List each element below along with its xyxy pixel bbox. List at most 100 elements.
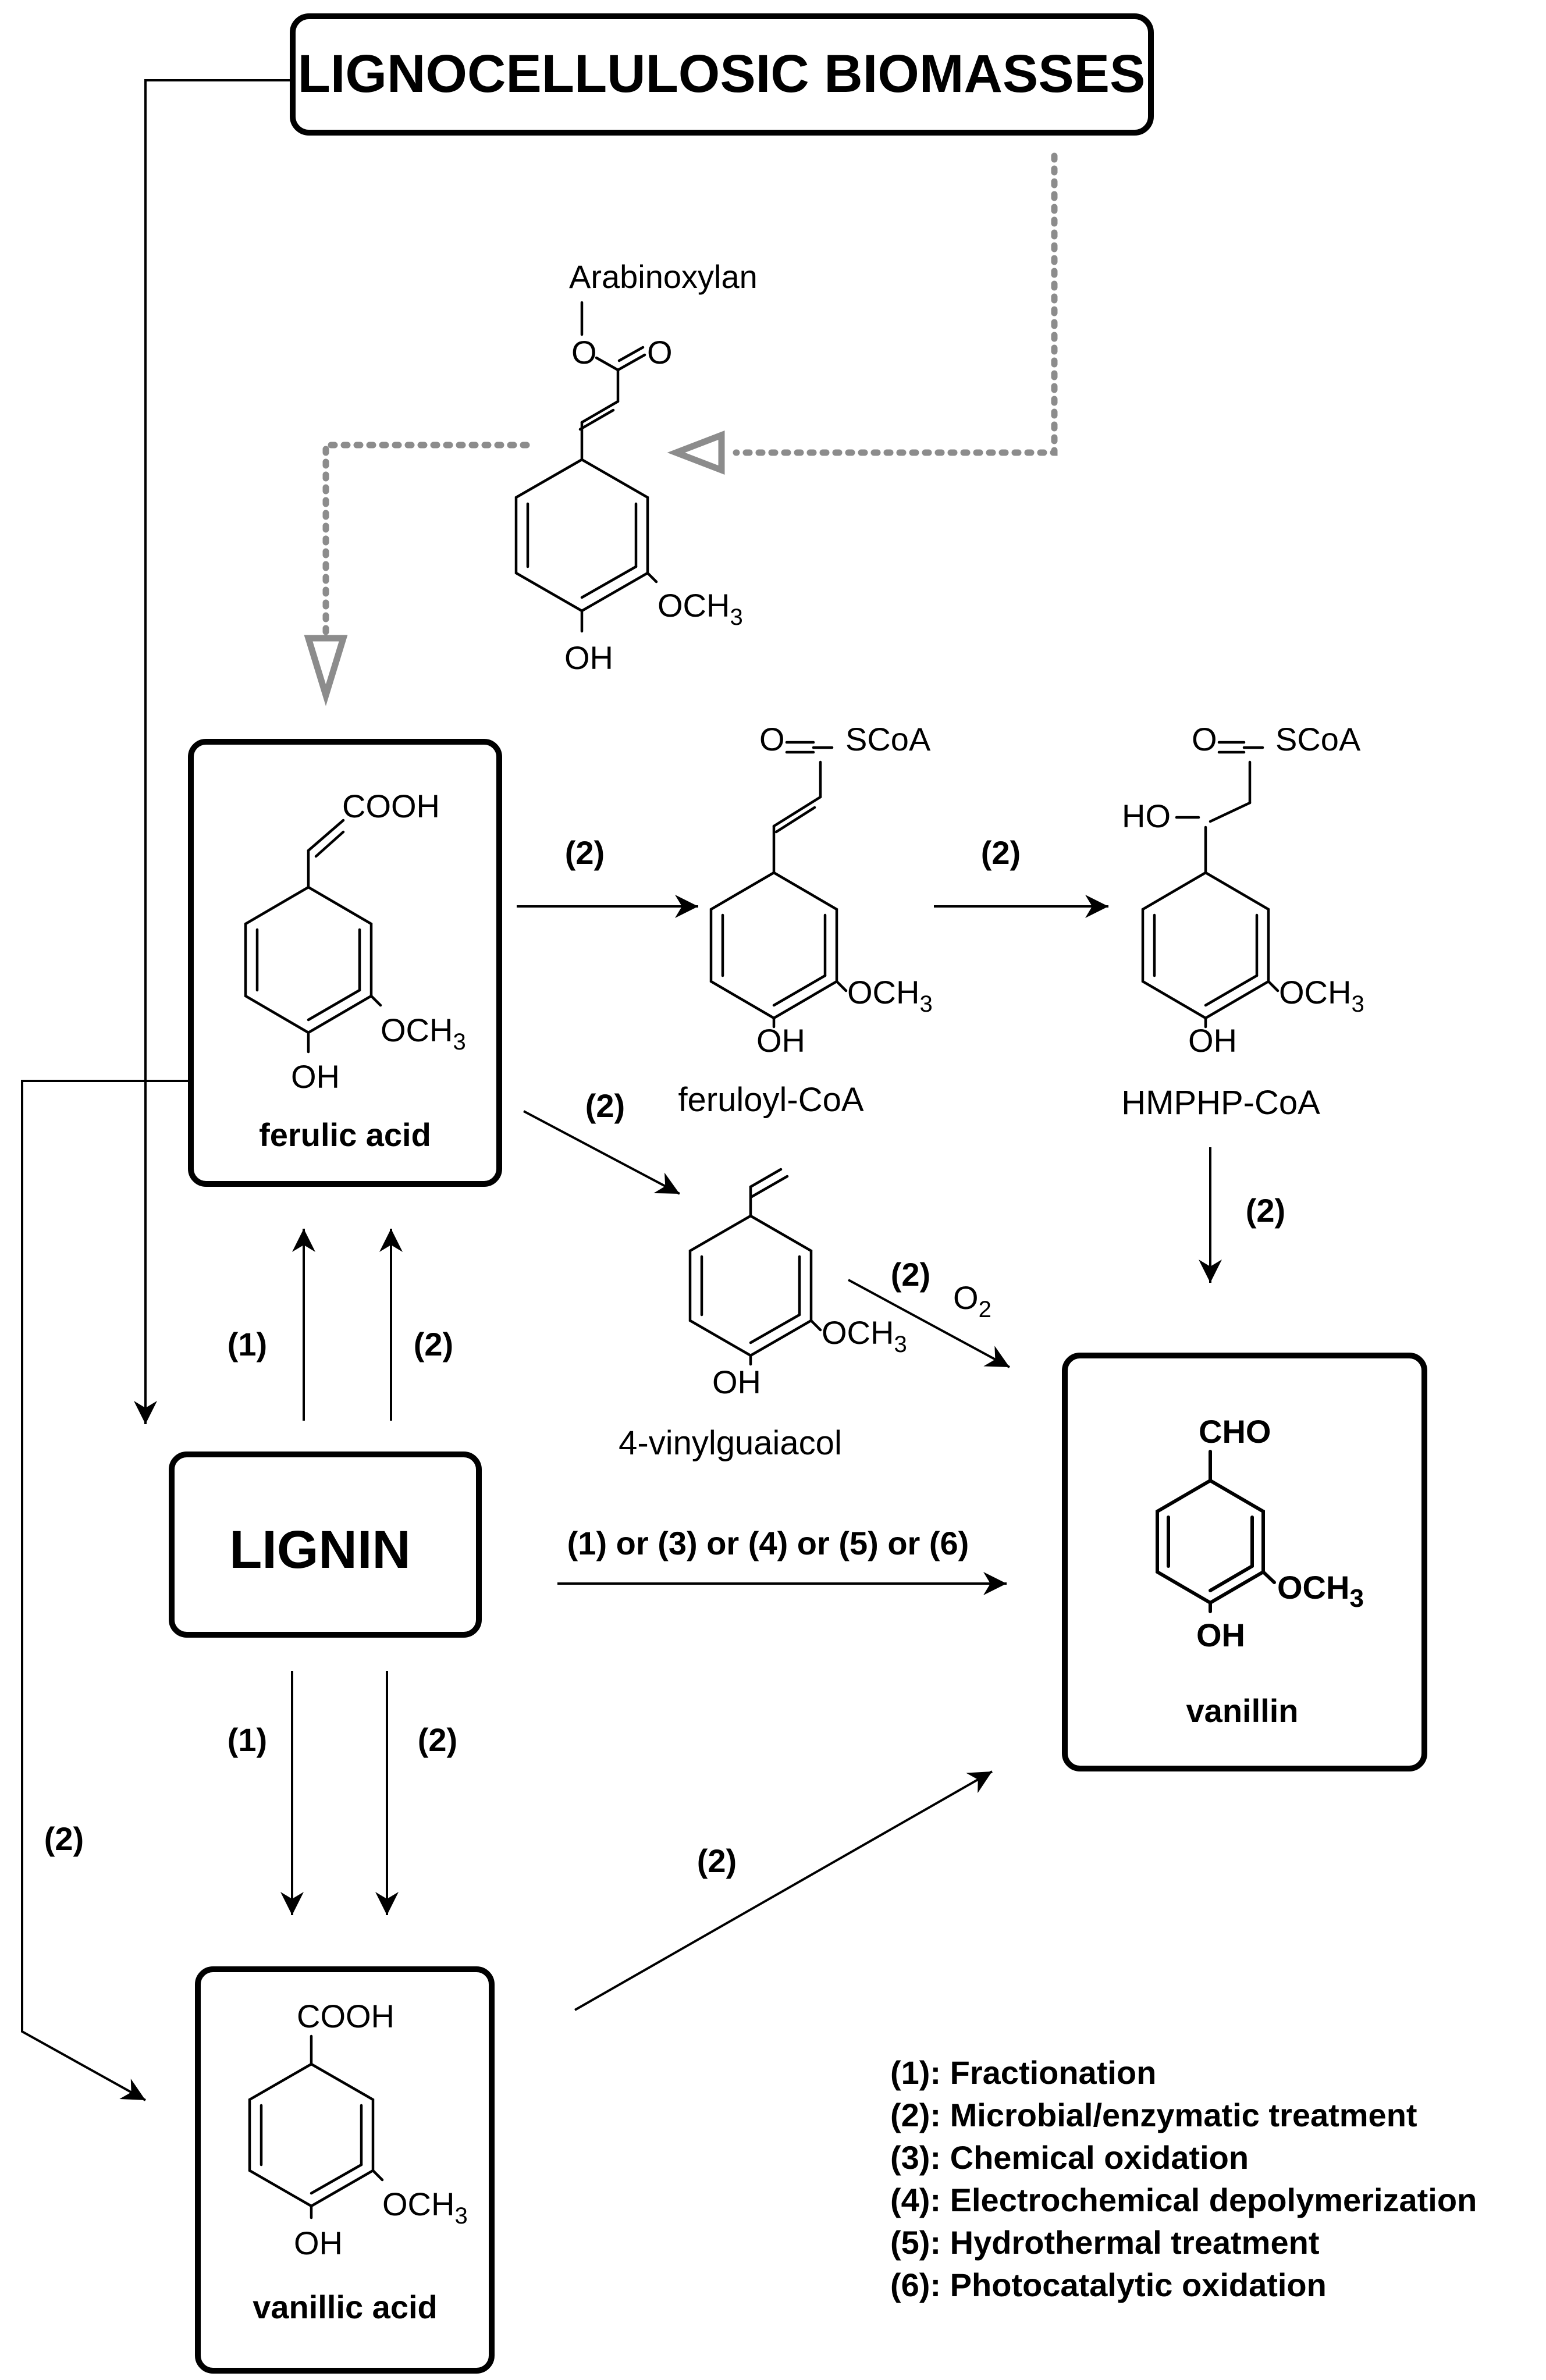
ester-o-label: O: [571, 334, 597, 371]
bond: [749, 1168, 783, 1189]
arrow-labels: (2) (2) (2) (2) (2) O2 (1) (2) (1) or (3…: [44, 834, 1285, 1879]
bond: [1261, 1570, 1276, 1584]
cho-label: CHO: [1199, 1413, 1271, 1450]
label-lignin-to-va-2: (2): [418, 1721, 457, 1758]
benzene-ring: [709, 871, 838, 1020]
biomass-title: LIGNOCELLULOSIC BIOMASSES: [298, 44, 1146, 104]
label-lignin-to-vanillin: (1) or (3) or (4) or (5) or (6): [567, 1525, 969, 1561]
methoxy-label: OCH3: [847, 974, 933, 1017]
bond: [1267, 980, 1280, 992]
hydroxy-label: OH: [294, 2225, 343, 2261]
cooh-label: COOH: [342, 788, 440, 824]
legend-item: (3): Chemical oxidation: [890, 2139, 1249, 2176]
label-lignin-to-fa-1: (1): [228, 1326, 267, 1362]
lignin-node: LIGNIN: [169, 1452, 482, 1638]
arrow-ferulic-to-vanillic: [21, 1080, 191, 2101]
methoxy-label: OCH3: [382, 2186, 468, 2229]
benzene-ring: [248, 2062, 375, 2208]
vanillic-acid-node: COOH OCH3 OH vanillic acid: [195, 1966, 495, 2374]
dotted-release-pathway: [304, 152, 1058, 706]
vanillin-name: vanillin: [1186, 1692, 1299, 1729]
legend-item: (4): Electrochemical depolymerization: [890, 2182, 1477, 2218]
reaction-arrows: [21, 79, 1222, 2101]
bond: [646, 571, 658, 584]
carbonyl-o-label: O: [1192, 721, 1217, 757]
legend-item: (5): Hydrothermal treatment: [890, 2224, 1319, 2261]
bond: [369, 994, 382, 1007]
label-vg-to-vanillin: (2): [891, 1256, 930, 1293]
bond: [1209, 801, 1252, 823]
label-lignin-to-fa-2: (2): [414, 1326, 453, 1362]
vinylguaiacol-name: 4-vinylguaiacol: [619, 1424, 842, 1462]
biomass-box: [290, 13, 1154, 136]
ferulic-acid-name: ferulic acid: [259, 1116, 431, 1153]
arabinoxylan-ester-structure: Arabinoxylan O O OCH3 OH: [514, 258, 758, 676]
benzene-ring: [1156, 1478, 1265, 1605]
bond: [580, 565, 638, 599]
methoxy-label: OCH3: [381, 1012, 466, 1055]
ferulic-acid-node: COOH OCH3 OH ferulic acid: [188, 739, 502, 1187]
hydroxy-label: OH: [291, 1058, 340, 1095]
biomass-node: LIGNOCELLULOSIC BIOMASSES: [290, 13, 1154, 136]
lignin-box: [169, 1452, 482, 1638]
label-fa-to-va: (2): [44, 1820, 84, 1857]
methoxy-label: OCH3: [658, 587, 743, 630]
legend-item: (6): Photocatalytic oxidation: [890, 2267, 1327, 2303]
feruloyl-coa-structure: O SCoA OCH3 OH feruloyl-CoA: [678, 721, 932, 1119]
hydroxy-label: OH: [1188, 1022, 1237, 1059]
lignin-name: LIGNIN: [229, 1520, 411, 1579]
legend-item: (2): Microbial/enzymatic treatment: [890, 2097, 1417, 2133]
bond: [809, 1319, 822, 1332]
bond: [307, 988, 361, 1022]
arrow-ferulic-to-vinylguaiacol: [523, 1110, 680, 1195]
vanillin-box: [1062, 1353, 1427, 1771]
bond: [1209, 1564, 1254, 1592]
dotted-arrow-biomass-to-ester: [733, 152, 1058, 456]
dotted-arrow-ester-to-ferulic: [322, 442, 530, 638]
bond: [307, 819, 345, 852]
bond: [616, 353, 646, 372]
label-fcoa-to-hmphp: (2): [981, 834, 1021, 871]
vinylguaiacol-structure: OCH3 OH 4-vinylguaiacol: [619, 1168, 907, 1462]
label-oxygen: O2: [953, 1279, 991, 1322]
hydroxy-label: HO: [1122, 798, 1171, 834]
methoxy-label: OCH3: [1277, 1569, 1364, 1613]
bond: [772, 974, 827, 1007]
label-fa-to-fcoa: (2): [565, 834, 605, 871]
bond: [1204, 974, 1259, 1007]
arabinoxylan-label: Arabinoxylan: [569, 258, 758, 295]
hollow-arrowhead: [667, 430, 725, 475]
carbonyl-o-label: O: [759, 721, 785, 757]
benzene-ring: [1141, 871, 1270, 1020]
label-va-to-vanillin: (2): [697, 1842, 737, 1879]
legend: (1): Fractionation (2): Microbial/enzyma…: [890, 2054, 1477, 2303]
hydroxy-label: OH: [1196, 1617, 1245, 1653]
benzene-ring: [688, 1214, 813, 1357]
bond: [772, 795, 822, 828]
bond: [580, 400, 620, 424]
vanillic-acid-name: vanillic acid: [253, 2289, 438, 2325]
benzene-ring: [244, 885, 373, 1034]
label-lignin-to-va-1: (1): [228, 1721, 267, 1758]
hydroxy-label: OH: [756, 1022, 805, 1059]
bond: [750, 1175, 789, 1198]
hmphp-coa-structure: O SCoA HO OCH3 OH HMPHP-CoA: [1121, 721, 1364, 1122]
vanillin-node: CHO OCH3 OH vanillin: [1062, 1353, 1427, 1771]
scoa-label: SCoA: [1275, 721, 1361, 757]
hydroxy-label: OH: [564, 639, 613, 676]
hmphp-coa-name: HMPHP-CoA: [1121, 1084, 1320, 1122]
feruloyl-coa-name: feruloyl-CoA: [678, 1081, 863, 1119]
scoa-label: SCoA: [845, 721, 931, 757]
bond: [595, 356, 620, 372]
carbonyl-o-label: O: [647, 334, 673, 371]
legend-item: (1): Fractionation: [890, 2054, 1156, 2091]
arrow-biomass-to-lignin: [134, 79, 293, 1424]
cooh-label: COOH: [297, 1998, 395, 2034]
bond: [774, 806, 816, 834]
label-fa-to-vg: (2): [585, 1087, 625, 1124]
methoxy-label: OCH3: [1279, 974, 1364, 1017]
bond: [617, 346, 645, 362]
bond: [371, 2169, 384, 2182]
bond: [578, 408, 615, 431]
bond: [835, 980, 848, 992]
